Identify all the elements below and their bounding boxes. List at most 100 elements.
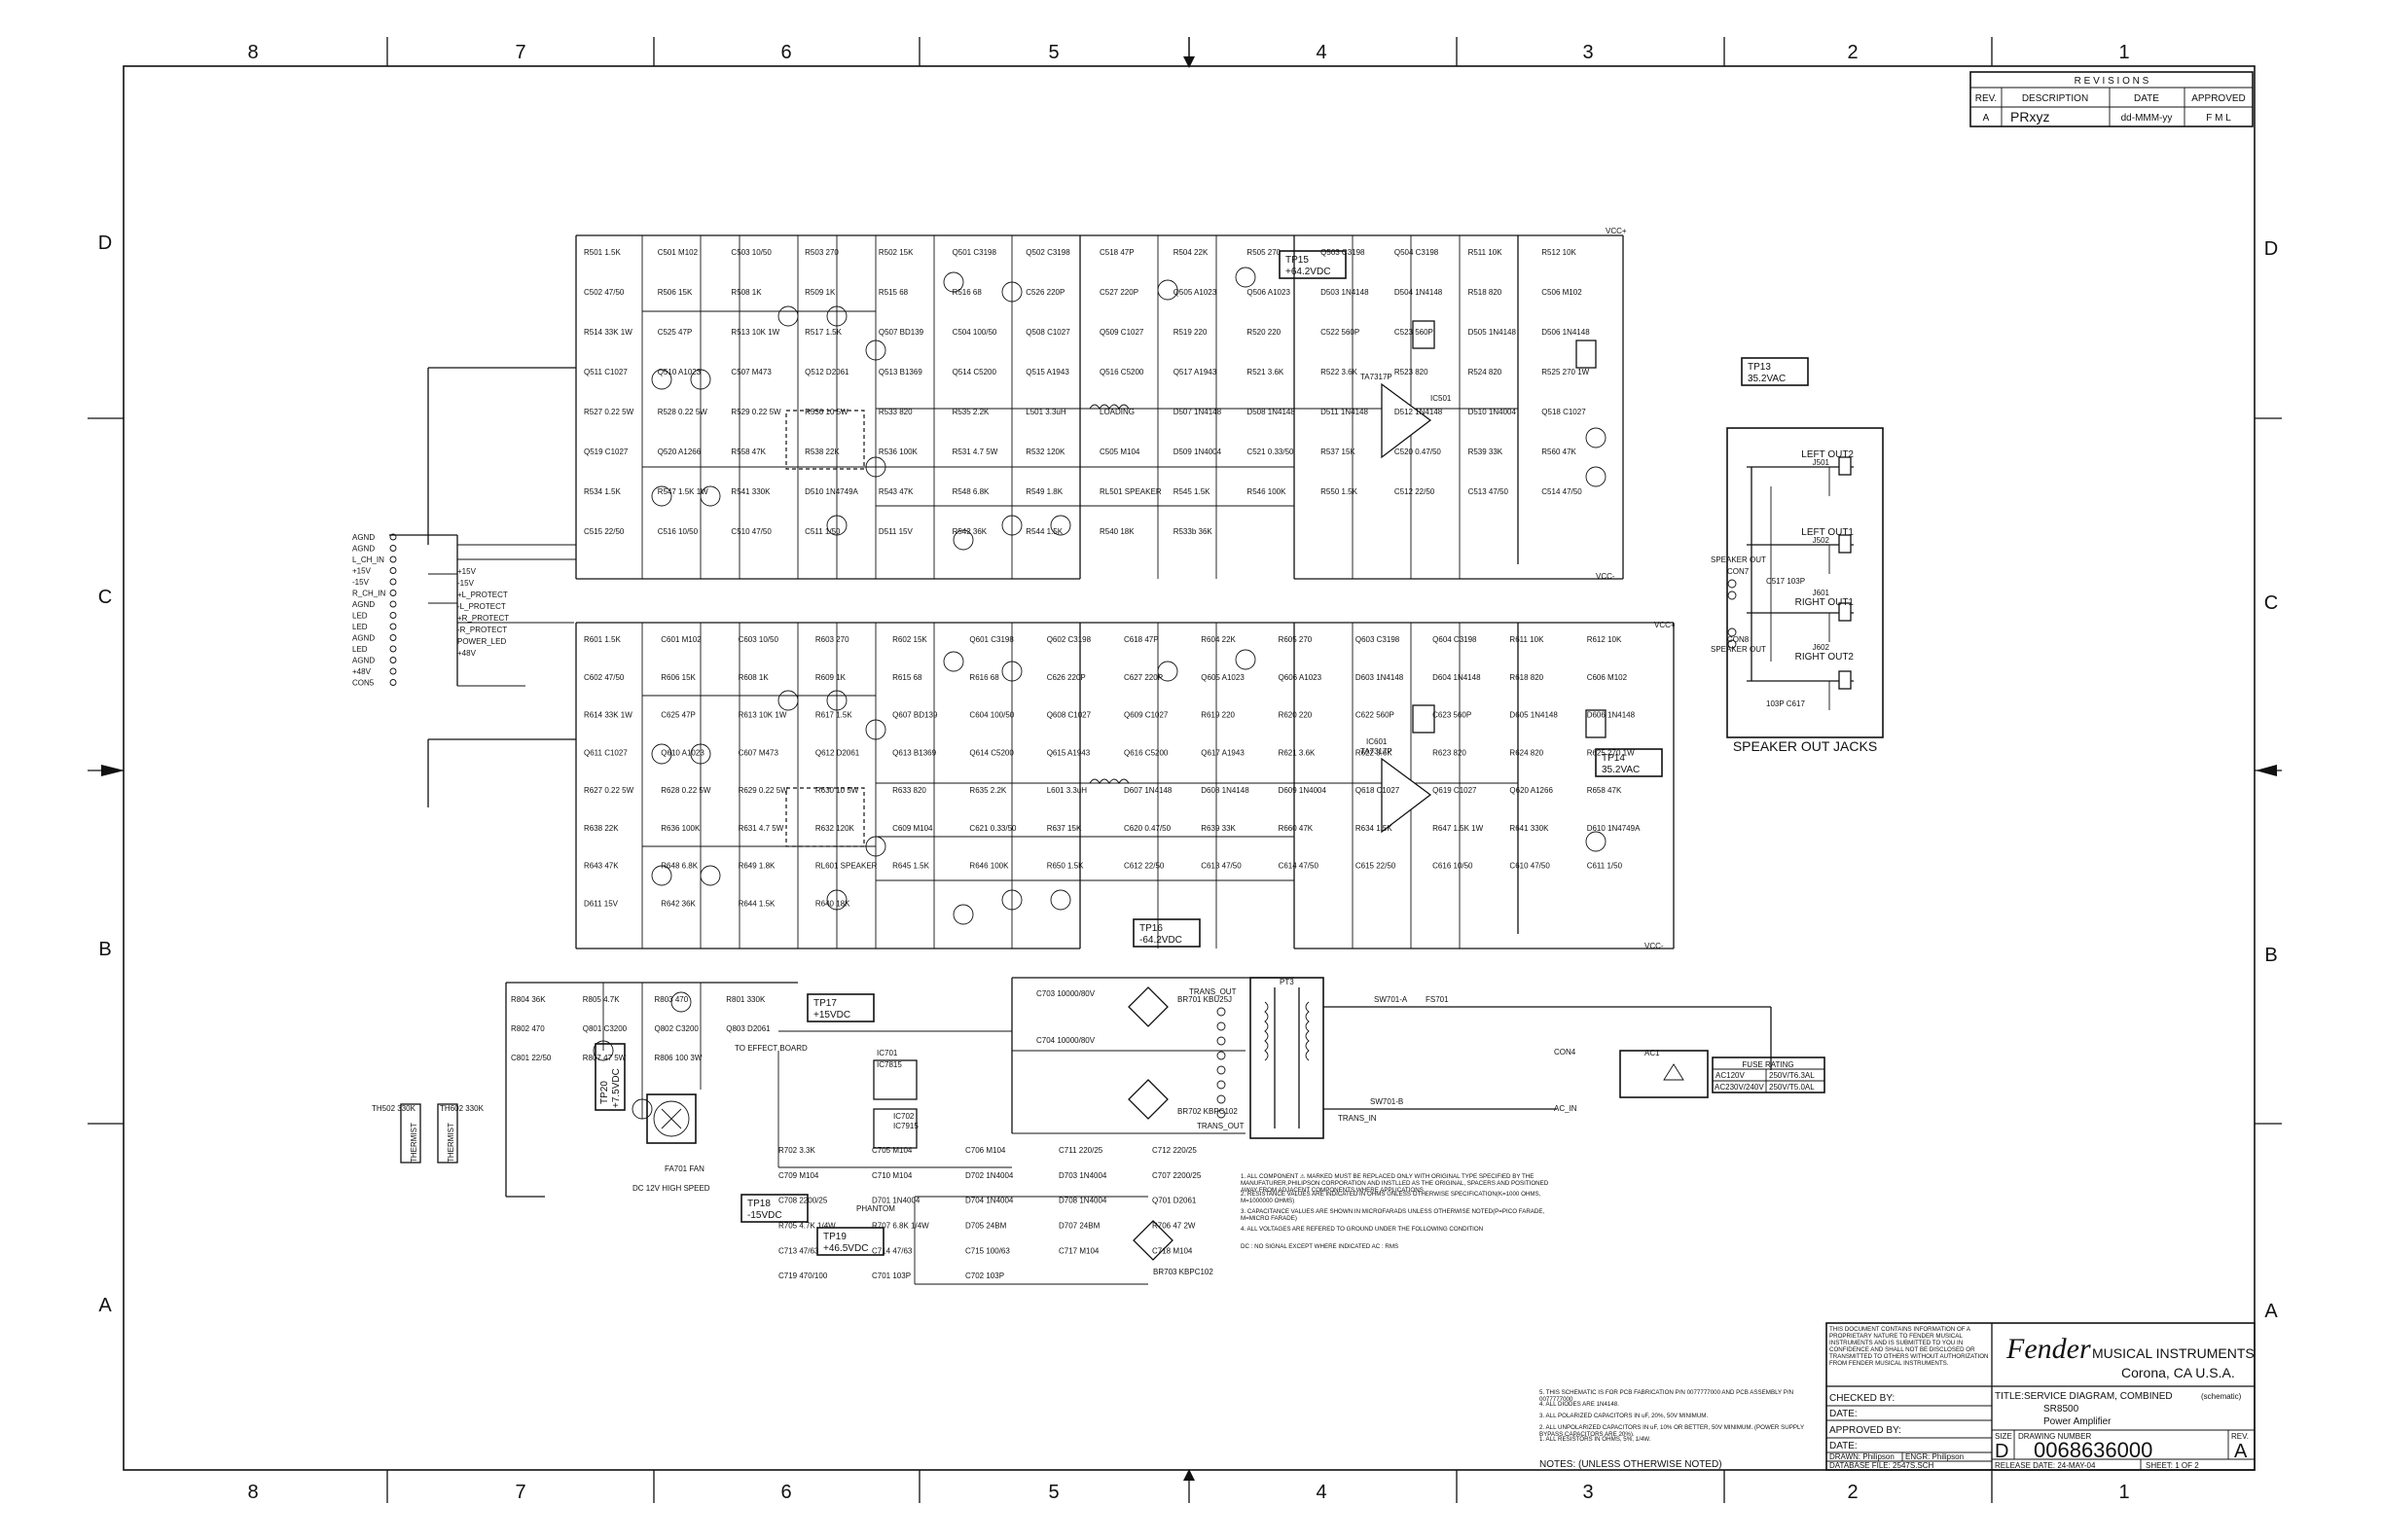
connector-pin: [389, 578, 397, 586]
part-label: R525 270 1W: [1541, 368, 1589, 376]
revisions-title: R E V I S I O N S: [2075, 76, 2149, 87]
part-label: C525 47P: [658, 328, 693, 337]
part-label: L501 3.3uH: [1026, 408, 1066, 416]
connector-pin: [389, 533, 397, 541]
test-point-name: TP15: [1285, 255, 1309, 266]
part-label: R527 0.22 5W: [584, 408, 634, 416]
part-label: Q502 C3198: [1026, 248, 1070, 257]
signal-tag: +48V: [457, 649, 477, 658]
part-label: C717 M104: [1059, 1246, 1100, 1255]
part-label: C719 470/100: [778, 1271, 828, 1280]
connector-pin-label: +48V: [352, 667, 372, 676]
part-label: R632 120K: [815, 824, 855, 833]
zone-col-8-bottom: 8: [247, 1482, 258, 1503]
fuse-row-1-rating: 250V/T6.3AL: [1769, 1071, 1815, 1080]
part-label: R648 6.8K: [661, 862, 698, 871]
part-label: D611 15V: [584, 899, 619, 908]
part-label: R649 1.8K: [739, 862, 776, 871]
part-label: D701 1N4004: [872, 1197, 921, 1205]
part-label: C609 M104: [892, 824, 933, 833]
fan-label: FA701 FAN: [665, 1164, 704, 1173]
part-label: C527 220P: [1100, 288, 1138, 297]
trans-out-label-2: TRANS_OUT: [1197, 1122, 1245, 1130]
part-label: C610 47/50: [1509, 862, 1550, 871]
part-label: C510 47/50: [731, 527, 772, 536]
note-item: 4. ALL DIODES ARE 1N4148.: [1539, 1401, 1619, 1408]
test-point-box: [816, 1227, 885, 1256]
part-label: D506 1N4148: [1541, 328, 1590, 337]
test-point-name: TP20: [599, 1081, 610, 1104]
zone-row-d-right: D: [2264, 238, 2278, 260]
part-label: R515 68: [879, 288, 909, 297]
part-label: R542 36K: [953, 527, 988, 536]
test-point-box: [1133, 918, 1201, 948]
part-label: Q604 C3198: [1432, 635, 1477, 644]
part-label: R706 47 2W: [1152, 1222, 1196, 1231]
part-label: R806 100 3W: [655, 1054, 703, 1062]
part-label: C507 M473: [731, 368, 772, 376]
part-label: R604 22K: [1201, 635, 1236, 644]
part-label: D607 1N4148: [1124, 786, 1173, 795]
part-label: C621 0.33/50: [969, 824, 1017, 833]
date-value: dd-MMM-yy: [2121, 113, 2173, 124]
part-label: D505 1N4148: [1468, 328, 1517, 337]
part-label: R518 820: [1468, 288, 1502, 297]
part-label: D604 1N4148: [1432, 673, 1481, 682]
part-label: R623 820: [1432, 748, 1466, 757]
test-point-box: [1279, 250, 1347, 279]
part-label: R520 220: [1246, 328, 1281, 337]
zone-col-3-top: 3: [1582, 42, 1593, 63]
part-label: C625 47P: [661, 711, 696, 720]
part-label: Q603 C3198: [1355, 635, 1400, 644]
signal-tag: -R_PROTECT: [457, 626, 507, 634]
part-label: Q512 D2061: [805, 368, 849, 376]
note-item: 2. ALL UNPOLARIZED CAPACITORS IN uF, 10%…: [1539, 1424, 1804, 1438]
part-label: R637 15K: [1047, 824, 1082, 833]
part-label: R503 270: [805, 248, 839, 257]
fuse-rating-table: FUSE RATING AC120V 250V/T6.3AL AC230V/24…: [1712, 1057, 1825, 1093]
note-item: 3. ALL POLARIZED CAPACITORS IN uF, 20%, …: [1539, 1413, 1709, 1419]
part-label: R629 0.22 5W: [739, 786, 789, 795]
fuse-row-2-voltage: AC230V/240V: [1715, 1083, 1764, 1092]
zone-col-8-top: 8: [247, 42, 258, 63]
part-label: R522 3.6K: [1320, 368, 1357, 376]
part-label: C622 560P: [1355, 711, 1394, 720]
thermistor-502-label: TH502 330K: [372, 1104, 416, 1113]
fs701-label: FS701: [1426, 995, 1449, 1004]
approved-value: F M L: [2206, 113, 2231, 124]
part-label: C713 47/63: [778, 1246, 819, 1255]
zone-col-7-top: 7: [515, 42, 525, 63]
part-label: L601 3.3uH: [1047, 786, 1088, 795]
part-label: R601 1.5K: [584, 635, 621, 644]
part-label: Q518 C1027: [1541, 408, 1586, 416]
part-label: Q608 C1027: [1047, 711, 1092, 720]
revisions-table: R E V I S I O N S REV. DESCRIPTION DATE …: [1969, 71, 2254, 127]
part-label: R558 47K: [731, 448, 766, 456]
test-points: TP15+64.2VDCTP1335.2VACTP1435.2VACTP16-6…: [595, 250, 1809, 1256]
zone-col-7-bottom: 7: [515, 1482, 525, 1503]
test-point-box: [1741, 357, 1809, 386]
part-label: Q610 A1023: [661, 748, 704, 757]
part-label: Q519 C1027: [584, 448, 629, 456]
connector-pin: [389, 657, 397, 663]
part-label: R529 0.22 5W: [731, 408, 781, 416]
br703-label: BR703 KBPC102: [1153, 1268, 1213, 1276]
speaker-out-jacks: LEFT OUT2 J501 LEFT OUT1 J502 SPEAKER OU…: [1711, 427, 1884, 754]
test-point-name: TP19: [823, 1232, 847, 1242]
test-point-name: TP17: [813, 998, 837, 1009]
part-label: C715 100/63: [965, 1246, 1010, 1255]
part-label: C604 100/50: [969, 711, 1014, 720]
engineer: ENGR: Philipson: [1905, 1452, 1964, 1461]
fan-control-circuit: FA701 FAN DC 12V HIGH SPEED TH502 330K T…: [372, 982, 798, 1198]
part-label: C511 1/50: [805, 527, 841, 536]
part-label: Q612 D2061: [815, 748, 860, 757]
part-label: Q506 A1023: [1246, 288, 1290, 297]
connector-pin: [389, 679, 397, 686]
part-label: D707 24BM: [1059, 1222, 1101, 1231]
part-label: R532 120K: [1026, 448, 1065, 456]
part-label: C601 M102: [661, 635, 702, 644]
connector-pin: [389, 645, 397, 653]
part-label: RL601 SPEAKER: [815, 862, 878, 871]
ac1-label: AC1: [1644, 1049, 1660, 1057]
part-label: C512 22/50: [1394, 487, 1435, 496]
